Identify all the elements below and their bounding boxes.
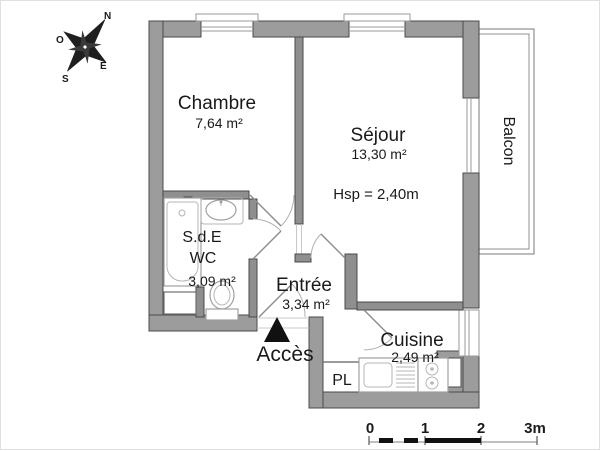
entrance-door [258, 283, 306, 318]
sejour-door [310, 233, 346, 259]
balcony-outline [478, 28, 535, 255]
scale-tick-0: 0 [366, 420, 374, 437]
compass-rose: N O E S [56, 11, 111, 85]
access-arrow [264, 317, 290, 342]
washer-niche [163, 291, 197, 315]
scale-tick-3: 3m [524, 420, 546, 437]
scale-tick-2: 2 [477, 420, 485, 437]
chambre-label: Chambre [178, 93, 256, 114]
entree-area: 3,34 m² [282, 296, 330, 312]
sde-label: S.d.E [182, 229, 221, 246]
compass-east-label: E [100, 61, 107, 72]
room-labels: Chambre 7,64 m² Séjour 13,30 m² Hsp = 2,… [178, 93, 517, 389]
entree-label: Entrée [276, 275, 332, 296]
wc-label: WC [190, 250, 217, 267]
sde-area: 3,09 m² [188, 273, 236, 289]
washbasin [200, 197, 244, 225]
bathtub [163, 197, 202, 287]
toilet [205, 280, 239, 321]
kitchen-fixtures [358, 357, 449, 393]
cuisine-window [458, 309, 480, 357]
balcony-door-window [466, 98, 472, 173]
compass-north-label: N [104, 11, 111, 22]
scale-bar: 0 1 2 3m [366, 420, 546, 445]
placard-label: PL [332, 372, 352, 389]
sejour-area: 13,30 m² [351, 146, 407, 162]
balcon-label: Balcon [500, 117, 517, 166]
compass-west-label: O [56, 35, 64, 46]
cuisine-area: 2,49 m² [391, 349, 439, 365]
compass-south-label: S [62, 74, 69, 85]
acces-label: Accès [256, 343, 313, 366]
windows [195, 13, 480, 357]
bathroom-fixtures [163, 197, 244, 321]
chambre-door [249, 194, 295, 227]
cooktop [417, 357, 449, 393]
chambre-area: 7,64 m² [195, 115, 243, 131]
ceiling-height-label: Hsp = 2,40m [333, 186, 418, 203]
cuisine-door [363, 309, 393, 351]
doors [249, 194, 393, 351]
sejour-label: Séjour [351, 125, 407, 146]
compass-center [83, 45, 87, 49]
cuisine-label: Cuisine [380, 330, 443, 351]
sde-wc-door [252, 218, 282, 260]
scale-tick-1: 1 [421, 420, 429, 437]
chambre-window [195, 13, 259, 32]
sejour-window [343, 13, 411, 32]
